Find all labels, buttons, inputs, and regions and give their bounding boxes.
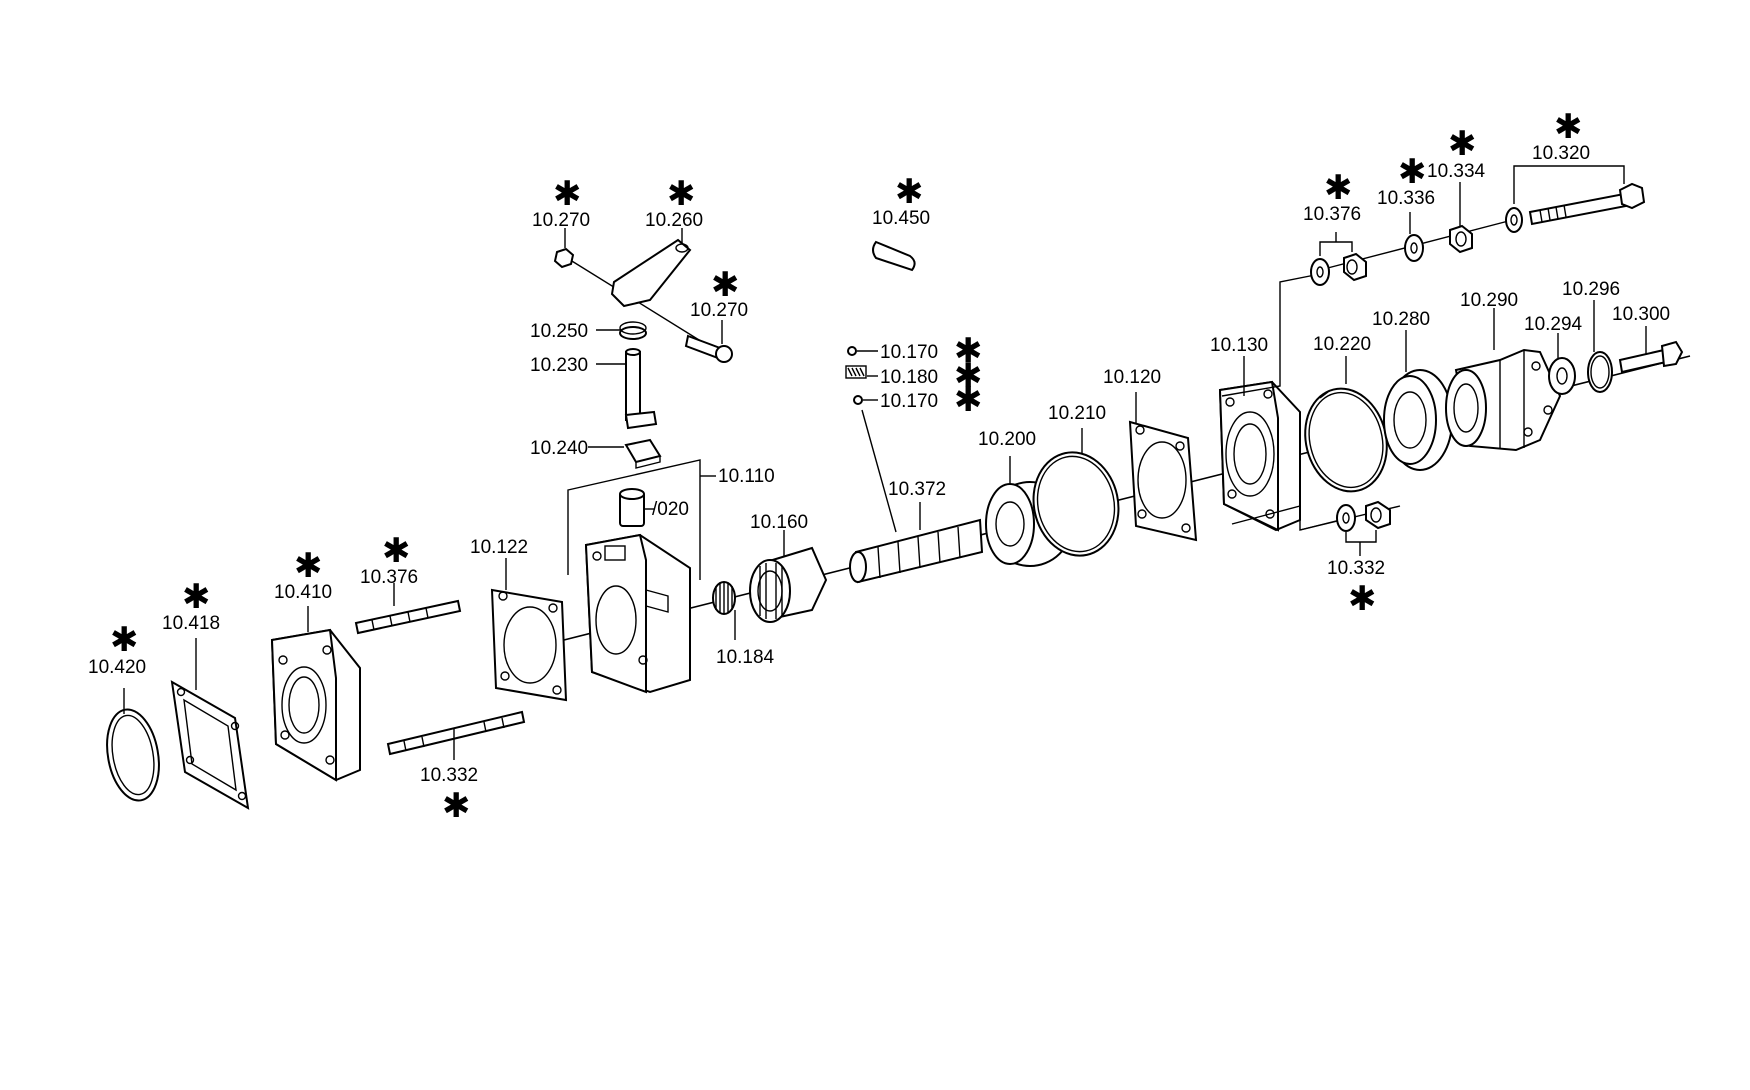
star-10-420: ✱: [110, 620, 139, 660]
label-10-240: 10.240: [530, 438, 588, 459]
part-10-280-seal[interactable]: [1383, 369, 1453, 471]
label-10-300: 10.300: [1612, 304, 1670, 325]
label-10-184: 10.184: [716, 647, 775, 668]
detent-axis-line: [861, 409, 897, 533]
part-10-294-washer[interactable]: [1548, 357, 1576, 395]
label-10-220: 10.220: [1313, 334, 1371, 355]
part-10-376-washer-nut[interactable]: [1310, 252, 1367, 286]
part-10-160-sleeve[interactable]: [749, 546, 828, 623]
lever-axis-line: [566, 257, 721, 354]
part-10-260-lever[interactable]: [610, 238, 692, 308]
star-10-332-b: ✱: [1348, 579, 1377, 619]
label-10-280: 10.280: [1372, 309, 1430, 330]
label-10-170-b: 10.170: [880, 391, 938, 412]
label-10-332-a: 10.332: [420, 765, 478, 786]
label-10-200: 10.200: [978, 429, 1036, 450]
label-10-260: 10.260: [645, 210, 703, 231]
part-10-220-snap-ring[interactable]: [1295, 380, 1398, 500]
star-10-410: ✱: [294, 546, 323, 586]
part-10-332-stud[interactable]: [386, 710, 526, 756]
label-10-410: 10.410: [274, 582, 332, 603]
star-10-170-b: ✱: [954, 380, 983, 420]
part-10-418-gasket[interactable]: [170, 680, 250, 810]
star-10-376-b: ✱: [1324, 168, 1353, 208]
star-10-270-a: ✱: [553, 174, 582, 214]
label-10-210: 10.210: [1048, 403, 1106, 424]
part-10-334-nut[interactable]: [1449, 224, 1473, 254]
label-10-336: 10.336: [1377, 188, 1435, 209]
part-10-410-flange[interactable]: [270, 628, 361, 782]
part-10-320-bolt[interactable]: [1505, 182, 1646, 233]
label-10-230: 10.230: [530, 355, 588, 376]
star-10-450: ✱: [895, 172, 924, 212]
stud-line-upper: [1221, 273, 1321, 397]
part-10-230-shaft[interactable]: [624, 348, 658, 430]
part-10-250-washer[interactable]: [619, 321, 647, 340]
part-10-296-ring[interactable]: [1587, 351, 1613, 393]
label-10-160: 10.160: [750, 512, 808, 533]
label-10-376-a: 10.376: [360, 567, 418, 588]
part-10-270-nut[interactable]: [553, 247, 575, 269]
label-10-270-a: 10.270: [532, 210, 590, 231]
label-10-376-b: 10.376: [1303, 204, 1361, 225]
part-10-130-cover[interactable]: [1218, 380, 1301, 532]
label-020: /020: [652, 499, 689, 520]
part-10-120-gasket[interactable]: [1128, 420, 1198, 542]
star-10-332-a: ✱: [442, 786, 471, 826]
bracket-10-376-b: [1319, 241, 1353, 256]
part-10-420-ring[interactable]: [100, 705, 165, 804]
label-10-170-a: 10.170: [880, 342, 938, 363]
label-10-130: 10.130: [1210, 335, 1268, 356]
part-10-170-ball-a[interactable]: [847, 346, 857, 356]
star-10-270-b: ✱: [711, 265, 740, 305]
label-10-270-b: 10.270: [690, 300, 748, 321]
bracket-10-332-b: [1345, 530, 1377, 543]
part-10-210-snap-ring[interactable]: [1024, 444, 1128, 563]
star-10-180: ✱: [954, 356, 983, 396]
star-10-336: ✱: [1398, 152, 1427, 192]
part-10-332-washer-nut[interactable]: [1336, 500, 1391, 532]
part-10-184-bearing[interactable]: [712, 581, 736, 615]
label-10-180: 10.180: [880, 367, 938, 388]
part-10-300-bolt[interactable]: [1618, 340, 1684, 374]
label-10-110: 10.110: [718, 466, 775, 487]
label-10-122: 10.122: [470, 537, 528, 558]
part-10-336-washer[interactable]: [1404, 234, 1424, 262]
part-10-122-gasket[interactable]: [490, 588, 568, 702]
label-10-294: 10.294: [1524, 314, 1583, 335]
bracket-10-320: [1513, 165, 1625, 204]
part-020-bushing[interactable]: [619, 488, 645, 527]
label-10-418: 10.418: [162, 613, 220, 634]
star-10-170-a: ✱: [954, 331, 983, 371]
label-10-250: 10.250: [530, 321, 588, 342]
part-10-270-bolt[interactable]: [684, 334, 733, 363]
part-10-372-shaft[interactable]: [849, 518, 984, 584]
part-10-180-spring[interactable]: [845, 365, 867, 379]
star-10-376-a: ✱: [382, 531, 411, 571]
label-10-320: 10.320: [1532, 143, 1590, 164]
label-10-334: 10.334: [1427, 161, 1486, 182]
star-10-418: ✱: [182, 577, 211, 617]
bracket-10-110: [567, 459, 701, 580]
part-10-450-key[interactable]: [872, 240, 916, 272]
label-10-120: 10.120: [1103, 367, 1161, 388]
label-10-296: 10.296: [1562, 279, 1620, 300]
label-10-290: 10.290: [1460, 290, 1518, 311]
star-10-320: ✱: [1554, 107, 1583, 147]
label-10-332-b: 10.332: [1327, 558, 1385, 579]
star-10-334: ✱: [1448, 124, 1477, 164]
part-10-290-flange[interactable]: [1445, 348, 1562, 452]
label-10-420: 10.420: [88, 657, 146, 678]
star-10-260: ✱: [667, 174, 696, 214]
part-10-110-housing[interactable]: [584, 533, 691, 694]
part-10-240-block[interactable]: [624, 438, 662, 469]
label-10-450: 10.450: [872, 208, 930, 229]
part-10-170-ball-b[interactable]: [853, 395, 863, 405]
part-10-376-stud[interactable]: [354, 599, 462, 635]
label-10-372: 10.372: [888, 479, 946, 500]
